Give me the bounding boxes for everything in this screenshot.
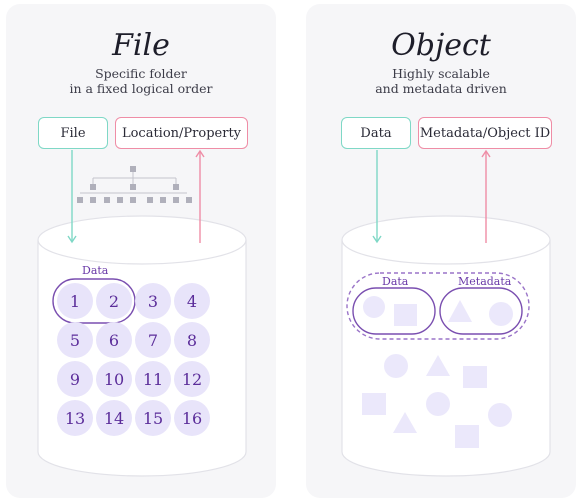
object-square bbox=[455, 425, 479, 448]
object-triangle bbox=[426, 355, 450, 376]
file-cell: 5 bbox=[57, 322, 93, 358]
object-metadata-label: Metadata bbox=[458, 275, 512, 288]
data-box: Data bbox=[341, 117, 411, 149]
object-circle bbox=[384, 354, 408, 378]
file-box: File bbox=[38, 117, 108, 149]
object-square bbox=[463, 366, 487, 388]
data-square-shape bbox=[394, 304, 417, 326]
object-dashed-outline bbox=[346, 272, 530, 340]
file-cell: 15 bbox=[135, 400, 171, 436]
object-data-label: Data bbox=[382, 275, 409, 288]
object-triangle bbox=[393, 412, 417, 433]
file-down-arrow bbox=[67, 150, 77, 244]
file-cell: 9 bbox=[57, 361, 93, 397]
file-cell: 8 bbox=[174, 322, 210, 358]
metadata-up-arrow bbox=[481, 149, 491, 243]
object-storage-cylinder bbox=[341, 215, 551, 477]
file-data-label: Data bbox=[82, 264, 109, 277]
file-cell: 10 bbox=[96, 361, 132, 397]
file-cell: 7 bbox=[135, 322, 171, 358]
metadata-object-id-box: Metadata/Object ID bbox=[418, 117, 552, 149]
object-circle bbox=[488, 403, 512, 427]
metadata-circle-shape bbox=[489, 302, 513, 326]
file-cell: 11 bbox=[135, 361, 171, 397]
file-cell: 14 bbox=[96, 400, 132, 436]
file-cell: 16 bbox=[174, 400, 210, 436]
folder-tree-icon bbox=[77, 166, 192, 203]
data-circle-shape bbox=[363, 296, 385, 318]
file-cell: 12 bbox=[174, 361, 210, 397]
object-circle bbox=[426, 392, 450, 416]
object-square bbox=[362, 393, 386, 415]
location-up-arrow bbox=[195, 149, 205, 243]
object-subtitle: Highly scalable and metadata driven bbox=[375, 66, 507, 96]
file-cell: 1 bbox=[57, 283, 93, 319]
scattered-objects bbox=[362, 354, 512, 448]
file-cell: 6 bbox=[96, 322, 132, 358]
data-down-arrow bbox=[372, 150, 382, 244]
file-cell: 2 bbox=[96, 283, 132, 319]
file-cell: 3 bbox=[135, 283, 171, 319]
file-cell: 13 bbox=[57, 400, 93, 436]
object-title: Object bbox=[391, 28, 491, 63]
file-subtitle: Specific folder in a fixed logical order bbox=[69, 66, 213, 96]
file-cell: 4 bbox=[174, 283, 210, 319]
location-property-box: Location/Property bbox=[115, 117, 248, 149]
file-title: File bbox=[112, 28, 170, 63]
metadata-triangle-shape bbox=[448, 300, 472, 322]
